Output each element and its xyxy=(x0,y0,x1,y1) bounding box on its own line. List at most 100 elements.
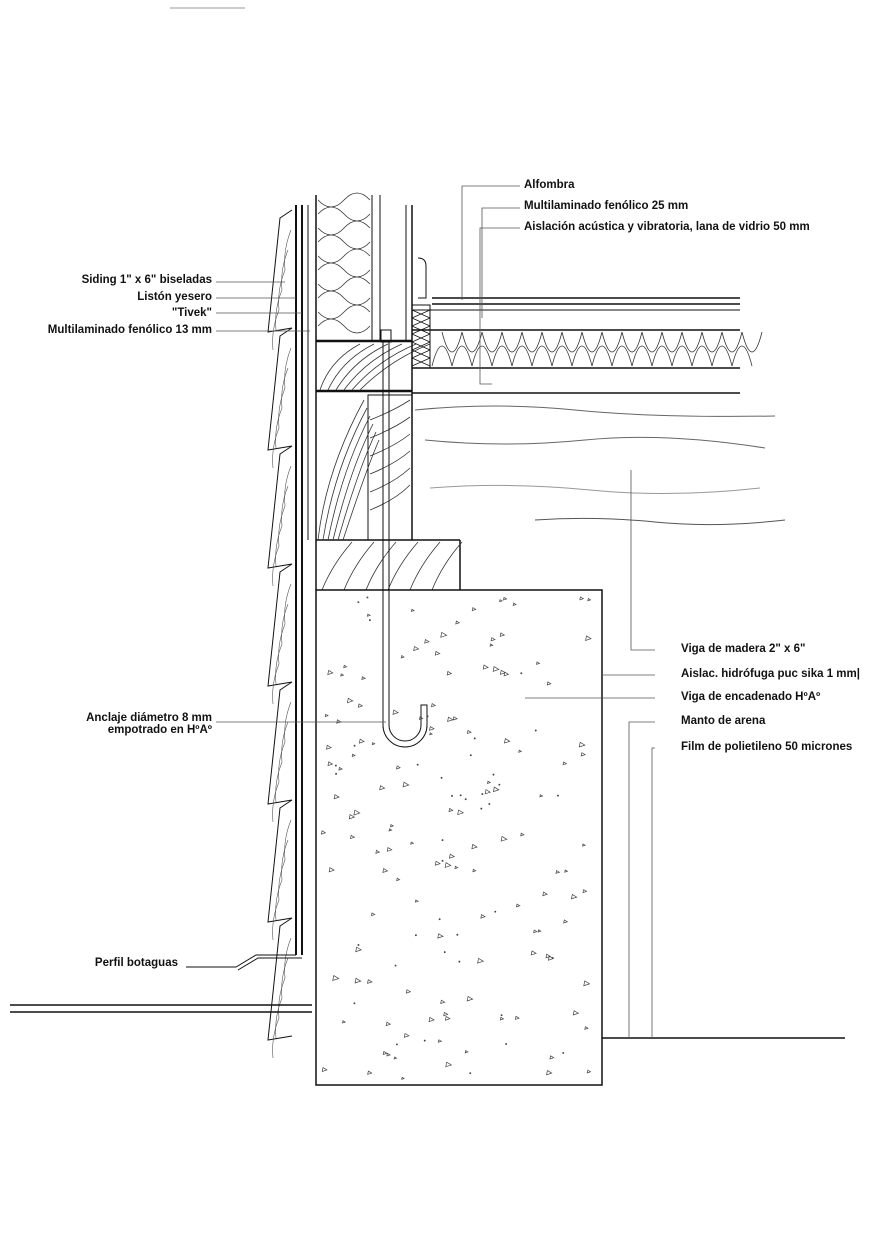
grain-line xyxy=(431,541,463,591)
aggregate-mark xyxy=(445,1061,453,1068)
aggregate-mark xyxy=(489,643,494,647)
wall-stud-frame xyxy=(315,192,427,590)
siding-grain xyxy=(272,781,280,823)
aggregate-mark xyxy=(572,1010,580,1016)
aggregate-mark xyxy=(429,726,435,731)
siding-grain xyxy=(281,957,289,999)
aggregate-mark xyxy=(520,832,525,837)
aggregate-mark xyxy=(458,960,461,963)
aggregate-mark xyxy=(393,1056,398,1060)
label-viga-encadenado: Viga de encadenado HºAº xyxy=(681,691,821,703)
siding-grain xyxy=(284,229,292,271)
aggregate-mark xyxy=(440,776,443,779)
aggregate-mark xyxy=(582,843,586,847)
siding-grain xyxy=(278,741,286,783)
grain-line xyxy=(342,439,380,541)
aggregate-mark xyxy=(564,869,569,873)
bottom-plates xyxy=(316,339,463,591)
siding-board xyxy=(267,917,293,1041)
aggregate-mark xyxy=(396,877,401,882)
aggregate-mark xyxy=(426,715,429,718)
grain-line xyxy=(322,407,368,541)
aggregate-mark xyxy=(555,869,561,874)
aggregate-mark xyxy=(405,989,412,994)
aggregate-mark xyxy=(441,839,444,842)
aggregate-mark xyxy=(438,918,441,921)
siding-grain xyxy=(272,1017,280,1059)
aggregate-mark xyxy=(490,637,496,642)
aggregate-mark xyxy=(533,929,538,934)
aggregate-mark xyxy=(570,893,578,900)
aggregate-mark xyxy=(503,671,510,677)
siding-grain xyxy=(275,407,283,449)
aggregate-mark xyxy=(320,830,327,835)
aggregate-mark xyxy=(481,793,484,795)
label-manto-arena: Manto de arena xyxy=(681,715,766,727)
aggregate-mark xyxy=(499,1016,505,1021)
label-anclaje-1: Anclaje diámetro 8 mm xyxy=(86,712,212,724)
aggregate-mark xyxy=(353,809,361,816)
grain-line xyxy=(337,431,377,541)
aggregate-mark xyxy=(494,910,497,913)
label-aislac-hidrofuga: Aislac. hidrófuga puc sika 1 mm| xyxy=(681,668,860,680)
aggregate-mark xyxy=(584,1026,589,1030)
aggregate-mark xyxy=(390,823,395,828)
siding-grain xyxy=(281,721,289,763)
siding-board xyxy=(267,445,293,569)
aggregate-mark xyxy=(382,1050,388,1056)
aggregate-mark xyxy=(437,933,444,939)
siding-grain xyxy=(281,839,289,881)
aggregate-mark xyxy=(580,752,586,757)
aggregate-mark xyxy=(388,828,393,832)
aggregate-mark xyxy=(413,645,420,652)
aggregate-mark xyxy=(375,849,381,854)
aggregate-mark xyxy=(366,613,371,617)
label-viga-madera: Viga de madera 2" x 6" xyxy=(681,643,806,655)
aggregate-mark xyxy=(353,744,356,747)
aggregate-mark xyxy=(512,602,517,606)
aggregate-mark xyxy=(549,1055,555,1060)
label-film-polietileno: Film de polietileno 50 micrones xyxy=(681,741,853,753)
aggregate-mark xyxy=(499,669,507,675)
aggregate-mark xyxy=(546,1069,553,1076)
aggregate-mark xyxy=(587,597,592,602)
aggregate-mark xyxy=(358,738,365,744)
grain-line xyxy=(335,343,389,391)
grain-line xyxy=(369,484,411,511)
aggregate-mark xyxy=(456,933,459,936)
aggregate-mark xyxy=(353,1002,356,1005)
aggregate-mark xyxy=(582,889,588,894)
label-anclaje-2: empotrado en HºAº xyxy=(107,724,212,736)
aggregate-mark xyxy=(464,798,467,801)
aggregate-mark xyxy=(482,664,489,670)
siding-grain xyxy=(272,427,280,469)
siding-grain xyxy=(275,289,283,331)
aggregate-mark xyxy=(480,914,486,919)
aggregate-mark xyxy=(536,661,541,665)
aggregate-mark xyxy=(457,809,465,816)
aggregate-mark xyxy=(367,1070,373,1075)
aggregate-mark xyxy=(414,899,419,903)
aggregate-mark xyxy=(446,670,453,676)
aggregate-mark xyxy=(542,891,548,897)
siding-grain xyxy=(272,545,280,587)
grain-line xyxy=(319,343,361,391)
aggregate-mark xyxy=(354,977,362,984)
aggregate-mark xyxy=(423,1039,426,1042)
aggregate-mark xyxy=(556,794,559,797)
aggregate-mark xyxy=(400,655,405,659)
aggregate-mark xyxy=(459,794,462,797)
aggregate-mark xyxy=(518,749,523,753)
aggregate-mark xyxy=(342,1020,347,1024)
aggregate-mark xyxy=(500,835,508,842)
aggregate-mark xyxy=(340,673,345,677)
label-perfil-botaguas: Perfil botaguas xyxy=(94,957,178,969)
aggregate-mark xyxy=(410,841,415,845)
aggregate-mark xyxy=(545,953,552,959)
aggregate-mark xyxy=(534,729,537,732)
aggregate-mark xyxy=(343,664,348,669)
siding-grain xyxy=(278,505,286,547)
aggregate-mark xyxy=(452,716,458,721)
flashing-profile xyxy=(186,954,302,971)
